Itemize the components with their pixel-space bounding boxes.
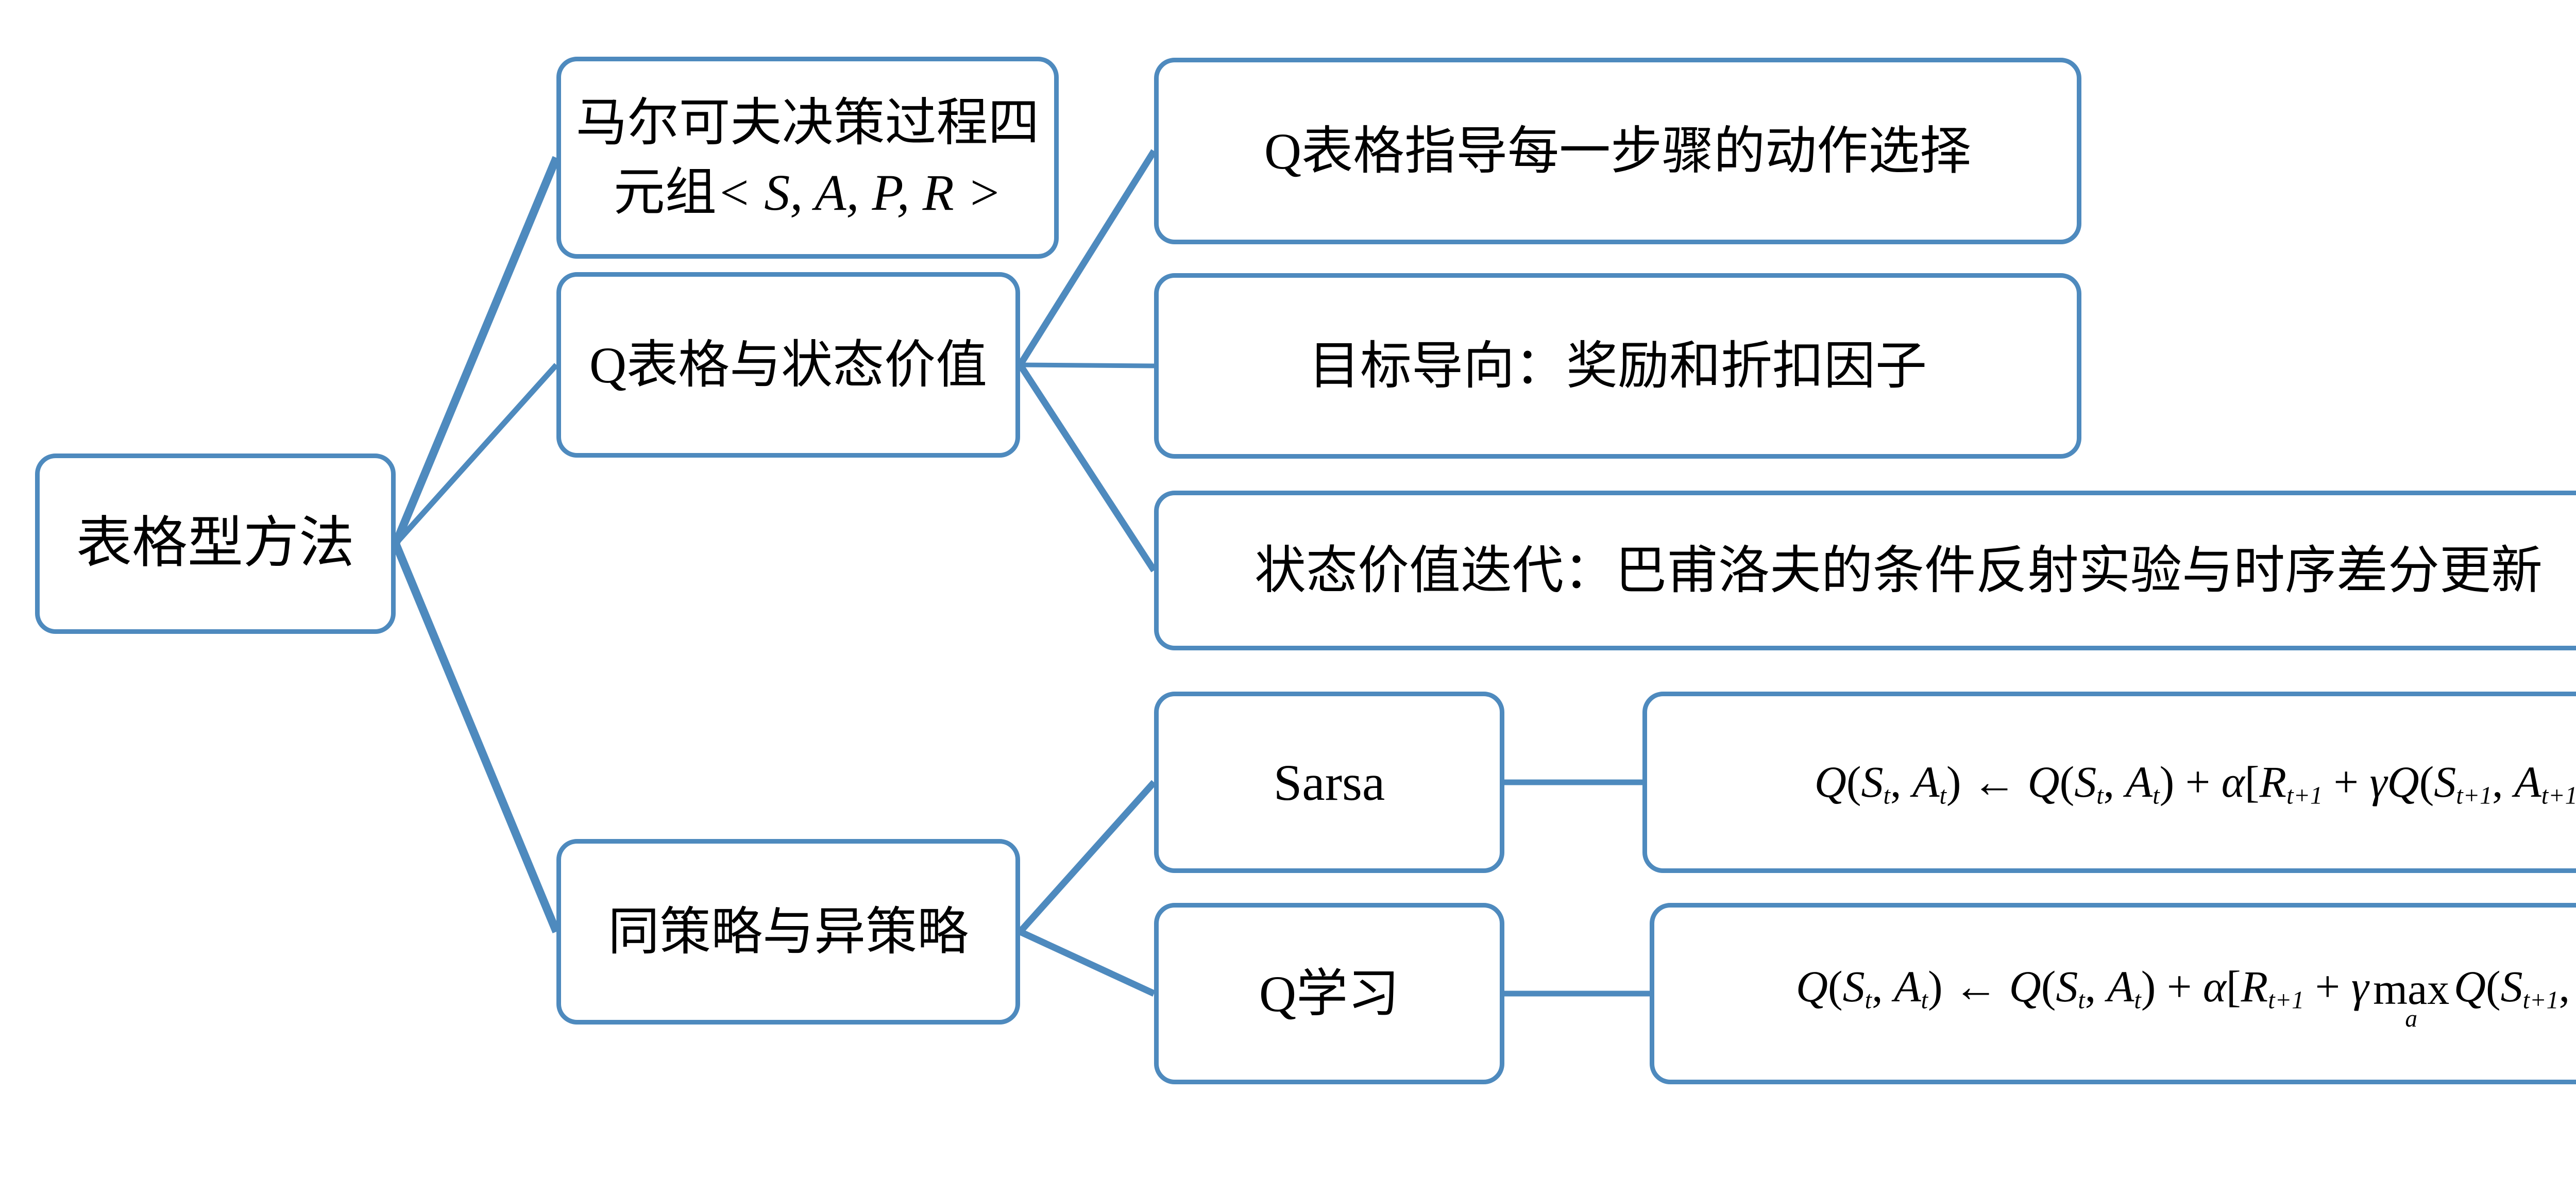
- node-q-table-and-state-value[interactable]: Q表格与状态价值: [556, 272, 1020, 458]
- edge-policy-to-sarsa: [1018, 780, 1157, 934]
- node-q-table-label: Q表格与状态价值: [589, 336, 988, 394]
- node-mdp-label-cjk: 马尔可夫决策过程四元组: [575, 94, 1040, 221]
- node-step-action-label: Q表格指导每一步骤的动作选择: [1264, 122, 1972, 180]
- node-mdp-label: 马尔可夫决策过程四元组< S, A, P, R >: [574, 88, 1041, 227]
- edge-root-to-mdp: [392, 156, 561, 546]
- node-policy-label: 同策略与异策略: [608, 903, 969, 961]
- node-value-iteration-pavlov-td[interactable]: 状态价值迭代：巴甫洛夫的条件反射实验与时序差分更新: [1154, 491, 2576, 650]
- edge-root-to-qtable: [393, 363, 559, 546]
- node-q-learning-label: Q学习: [1259, 965, 1400, 1022]
- node-q-learning[interactable]: Q学习: [1154, 903, 1504, 1084]
- node-step-action-selection[interactable]: Q表格指导每一步骤的动作选择: [1154, 58, 2081, 244]
- node-sarsa-update-equation[interactable]: Q(St, At) ← Q(St, At) + α[Rt+1 + γQ(St+1…: [1642, 692, 2576, 873]
- sarsa-equation-rendered: Q(St, At) ← Q(St, At) + α[Rt+1 + γQ(St+1…: [1814, 757, 2576, 810]
- node-on-policy-off-policy[interactable]: 同策略与异策略: [556, 839, 1020, 1025]
- node-value-iteration-label: 状态价值迭代：巴甫洛夫的条件反射实验与时序差分更新: [1255, 542, 2543, 599]
- edge-policy-to-qlearning: [1019, 929, 1156, 997]
- edge-qtable-to-goal: [1020, 362, 1155, 368]
- node-root-tabular-methods[interactable]: 表格型方法: [35, 454, 396, 634]
- node-sarsa-label: Sarsa: [1273, 753, 1385, 811]
- node-mdp-tuple[interactable]: 马尔可夫决策过程四元组< S, A, P, R >: [556, 57, 1059, 259]
- node-mdp-label-math: < S, A, P, R >: [716, 164, 1002, 221]
- node-sarsa[interactable]: Sarsa: [1154, 692, 1504, 873]
- edge-qtable-to-valueiter: [1017, 363, 1157, 573]
- node-goal-label: 目标导向：奖励和折扣因子: [1309, 337, 1927, 395]
- edge-root-to-policy: [392, 542, 561, 934]
- node-goal-oriented-reward-discount[interactable]: 目标导向：奖励和折扣因子: [1154, 273, 2081, 459]
- node-root-label: 表格型方法: [76, 513, 354, 575]
